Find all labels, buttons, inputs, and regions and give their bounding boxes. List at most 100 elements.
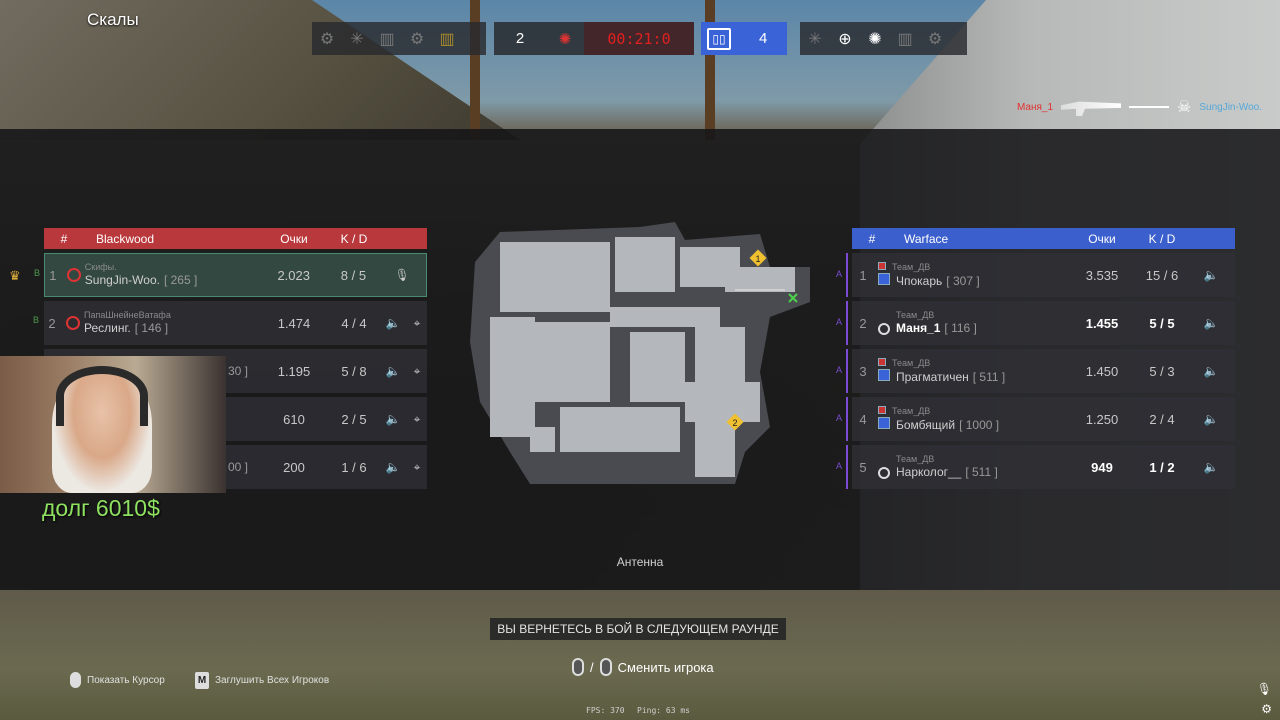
player-score: 1.450 <box>1085 363 1119 379</box>
speaker-icon[interactable]: 🔈 <box>385 315 401 330</box>
round-timer: 00:21:0 <box>584 22 694 55</box>
speaker-icon[interactable]: 🔈 <box>385 363 401 378</box>
minimap-block <box>725 267 795 292</box>
row-num: 3 <box>859 363 867 379</box>
killfeed-victim: SungJin-Woo. <box>1199 101 1262 113</box>
background-ground <box>0 590 1280 720</box>
rank-icon <box>878 405 886 414</box>
player-row[interactable]: A 5 Теам_ДВ Нарколог__[ 511 ] 949 1 / 2 … <box>836 445 1235 489</box>
player-kd: 1 / 6 <box>341 459 367 475</box>
minimap-block <box>695 327 745 387</box>
player-kd: 1 / 2 <box>1149 459 1175 475</box>
class-icon: ▥ <box>439 30 455 48</box>
class-icon: ⚙ <box>319 30 335 48</box>
speaker-icon[interactable]: 🔈 <box>385 411 401 426</box>
background-tree <box>470 0 480 140</box>
side-tag: A <box>836 365 843 375</box>
speaker-icon[interactable]: 🔈 <box>1203 412 1219 426</box>
location-pin-icon[interactable]: ⌖ <box>413 411 421 426</box>
separator: / <box>590 659 594 675</box>
speaker-icon[interactable]: 🔈 <box>1203 316 1219 330</box>
header-score: Очки <box>1088 231 1116 246</box>
player-level: [ 1000 ] <box>959 417 1000 432</box>
player-name: Маня_1 <box>896 321 941 335</box>
mute-all-label: Заглушить Всех Игроков <box>215 675 330 686</box>
player-score: 610 <box>283 411 305 427</box>
class-icon: ✳ <box>350 30 364 48</box>
minimap-block <box>630 332 685 402</box>
player-row[interactable]: A 3 Теам_ДВ Прагматичен[ 511 ] 1.450 5 /… <box>836 349 1235 393</box>
show-cursor-hint[interactable]: Показать Курсор <box>70 672 165 688</box>
header-kd: K / D <box>1148 231 1176 246</box>
clan-name: Теам_ДВ <box>892 357 931 368</box>
microphone-icon[interactable]: 🎙 <box>394 268 410 282</box>
clan-name: ПапаШнейнеВатафа <box>84 310 171 320</box>
clan-name: Теам_ДВ <box>896 310 935 320</box>
player-level: [ 265 ] <box>163 273 198 287</box>
header-score: Очки <box>280 231 308 246</box>
crown-icon: ♛ <box>9 268 21 283</box>
blue-team-emblem-icon: ▯▯ <box>707 27 731 50</box>
location-pin-icon[interactable]: ⌖ <box>413 363 421 378</box>
player-row[interactable]: A 4 Теам_ДВ Бомбящий[ 1000 ] 1.250 2 / 4… <box>836 397 1235 441</box>
red-team-emblem-icon: ✺ <box>546 22 584 55</box>
player-score: 1.250 <box>1085 411 1119 427</box>
minimap-location: Антенна <box>616 555 664 569</box>
speaker-icon[interactable]: 🔈 <box>1203 460 1219 474</box>
row-num: 5 <box>859 459 867 475</box>
player-row[interactable]: A 2 Теам_ДВ Маня_1[ 116 ] 1.455 5 / 5 🔈 <box>836 301 1235 345</box>
player-row[interactable]: ♛ B 1 Скифы. SungJin-Woo.[ 265 ] 2.023 8… <box>9 253 427 297</box>
speaker-icon[interactable]: 🔈 <box>1203 364 1219 378</box>
header-team: Warface <box>904 231 949 246</box>
player-level: [ 511 ] <box>972 369 1006 384</box>
objective-marker-1: 1 <box>749 249 767 267</box>
speaker-icon[interactable]: 🔈 <box>385 459 401 474</box>
objective-marker-2: 2 <box>726 413 744 431</box>
speaker-icon[interactable]: 🔈 <box>1203 268 1219 282</box>
microphone-icon[interactable]: 🎙 <box>1256 682 1272 696</box>
player-name: SungJin-Woo. <box>84 273 160 287</box>
player-row[interactable]: A 1 Теам_ДВ Чпокарь[ 307 ] 3.535 15 / 6 … <box>836 253 1235 297</box>
player-kd: 5 / 8 <box>341 363 367 379</box>
minimap-block <box>530 427 555 452</box>
class-icon: ▥ <box>897 30 913 48</box>
location-pin-icon[interactable]: ⌖ <box>413 315 421 330</box>
red-score: 2 <box>494 22 546 55</box>
minimap-block <box>685 382 760 422</box>
row-num: 2 <box>859 315 867 331</box>
minimap[interactable]: 1 2 <box>470 222 812 484</box>
killfeed: Маня_1 ☠ SungJin-Woo. <box>1017 97 1262 117</box>
squad-icon <box>878 272 890 285</box>
row-num: 4 <box>859 411 867 427</box>
switch-player-hint[interactable]: / Сменить игрока <box>572 658 714 676</box>
map-title: Скалы <box>87 10 139 29</box>
header-team: Blackwood <box>96 231 155 246</box>
mute-all-hint[interactable]: M Заглушить Всех Игроков <box>195 672 329 689</box>
row-num: 1 <box>859 267 867 283</box>
side-tag: A <box>836 461 843 471</box>
player-name: Нарколог__ <box>896 465 962 479</box>
player-kd: 2 / 5 <box>341 411 367 427</box>
player-position-icon <box>788 293 798 303</box>
player-level: [ 511 ] <box>965 465 998 479</box>
side-tag: A <box>836 317 843 327</box>
player-kd: 4 / 4 <box>341 315 367 331</box>
location-pin-icon[interactable]: ⌖ <box>413 459 421 474</box>
marker-diamond <box>726 413 744 431</box>
background-rock <box>0 0 520 140</box>
webcam-overlay <box>0 356 226 493</box>
skull-icon: ☠ <box>1177 99 1192 116</box>
background-tree <box>705 0 715 140</box>
row-num: 1 <box>49 267 57 283</box>
player-row[interactable]: B 2 ПапаШнейнеВатафа Реслинг.[ 146 ] 1.4… <box>33 301 427 345</box>
squad-icon <box>878 416 890 429</box>
rank-icon <box>878 357 886 366</box>
settings-icon[interactable]: ⚙ <box>1261 702 1272 716</box>
player-score: 1.474 <box>277 315 311 331</box>
player-kd: 5 / 3 <box>1149 363 1175 379</box>
red-team-icons: ⚙ ✳ ▥ ⚙ ▥ <box>312 22 486 55</box>
class-icon: ✳ <box>808 30 822 48</box>
player-name: Чпокарь <box>896 273 943 288</box>
player-kd: 5 / 5 <box>1149 315 1175 331</box>
player-kd: 2 / 4 <box>1149 411 1175 427</box>
